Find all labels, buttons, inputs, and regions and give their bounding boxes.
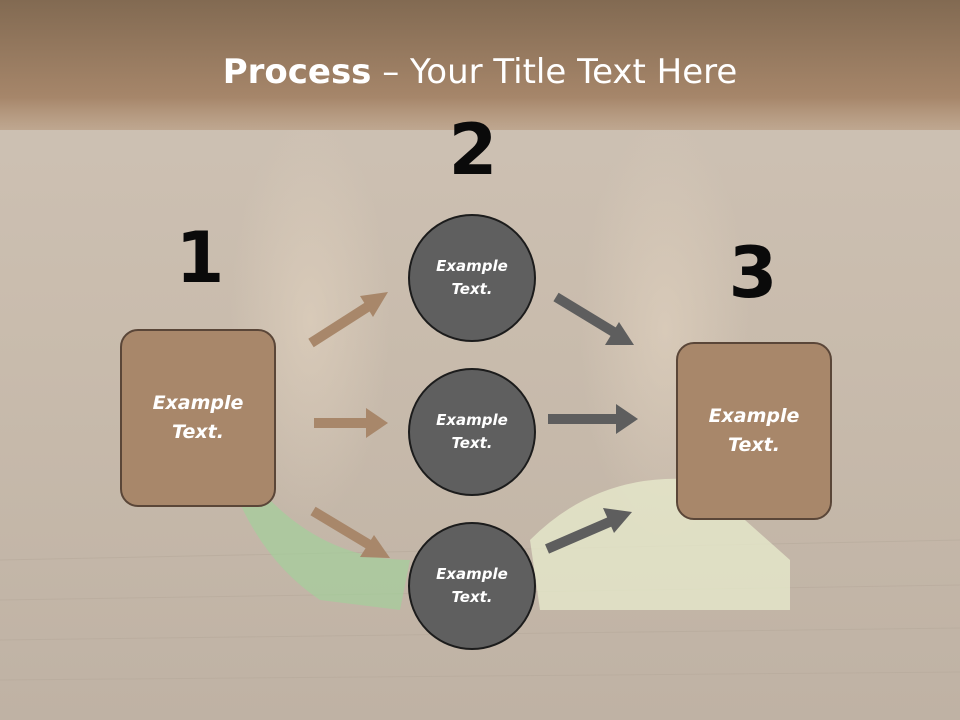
step-box-1: Example Text. bbox=[120, 329, 276, 507]
process-circle-2-text: Example Text. bbox=[436, 411, 508, 452]
step-number-2: 2 bbox=[448, 109, 498, 191]
arrow-box1-to-circle3 bbox=[310, 506, 390, 558]
process-circle-2: Example Text. bbox=[408, 368, 536, 496]
arrow-box1-to-circle2 bbox=[314, 408, 388, 438]
process-circle-3-text: Example Text. bbox=[436, 565, 508, 606]
arrow-circle2-to-box3 bbox=[548, 404, 638, 434]
step-box-3-text: Example Text. bbox=[708, 405, 800, 456]
process-circle-3: Example Text. bbox=[408, 522, 536, 650]
process-circle-1-text: Example Text. bbox=[436, 257, 508, 298]
slide-title: Process – Your Title Text Here bbox=[0, 52, 960, 92]
arrow-circle3-to-box3 bbox=[545, 508, 632, 554]
step-box-3: Example Text. bbox=[676, 342, 832, 520]
arrow-circle1-to-box3 bbox=[553, 292, 634, 345]
slide-title-bold: Process bbox=[222, 52, 372, 92]
step-box-1-text: Example Text. bbox=[152, 392, 244, 443]
arrow-box1-to-circle1 bbox=[308, 292, 388, 348]
slide-title-rest: – Your Title Text Here bbox=[371, 52, 738, 92]
title-bar bbox=[0, 0, 960, 130]
step-number-3: 3 bbox=[728, 232, 778, 314]
step-number-1: 1 bbox=[175, 217, 225, 299]
process-circle-1: Example Text. bbox=[408, 214, 536, 342]
